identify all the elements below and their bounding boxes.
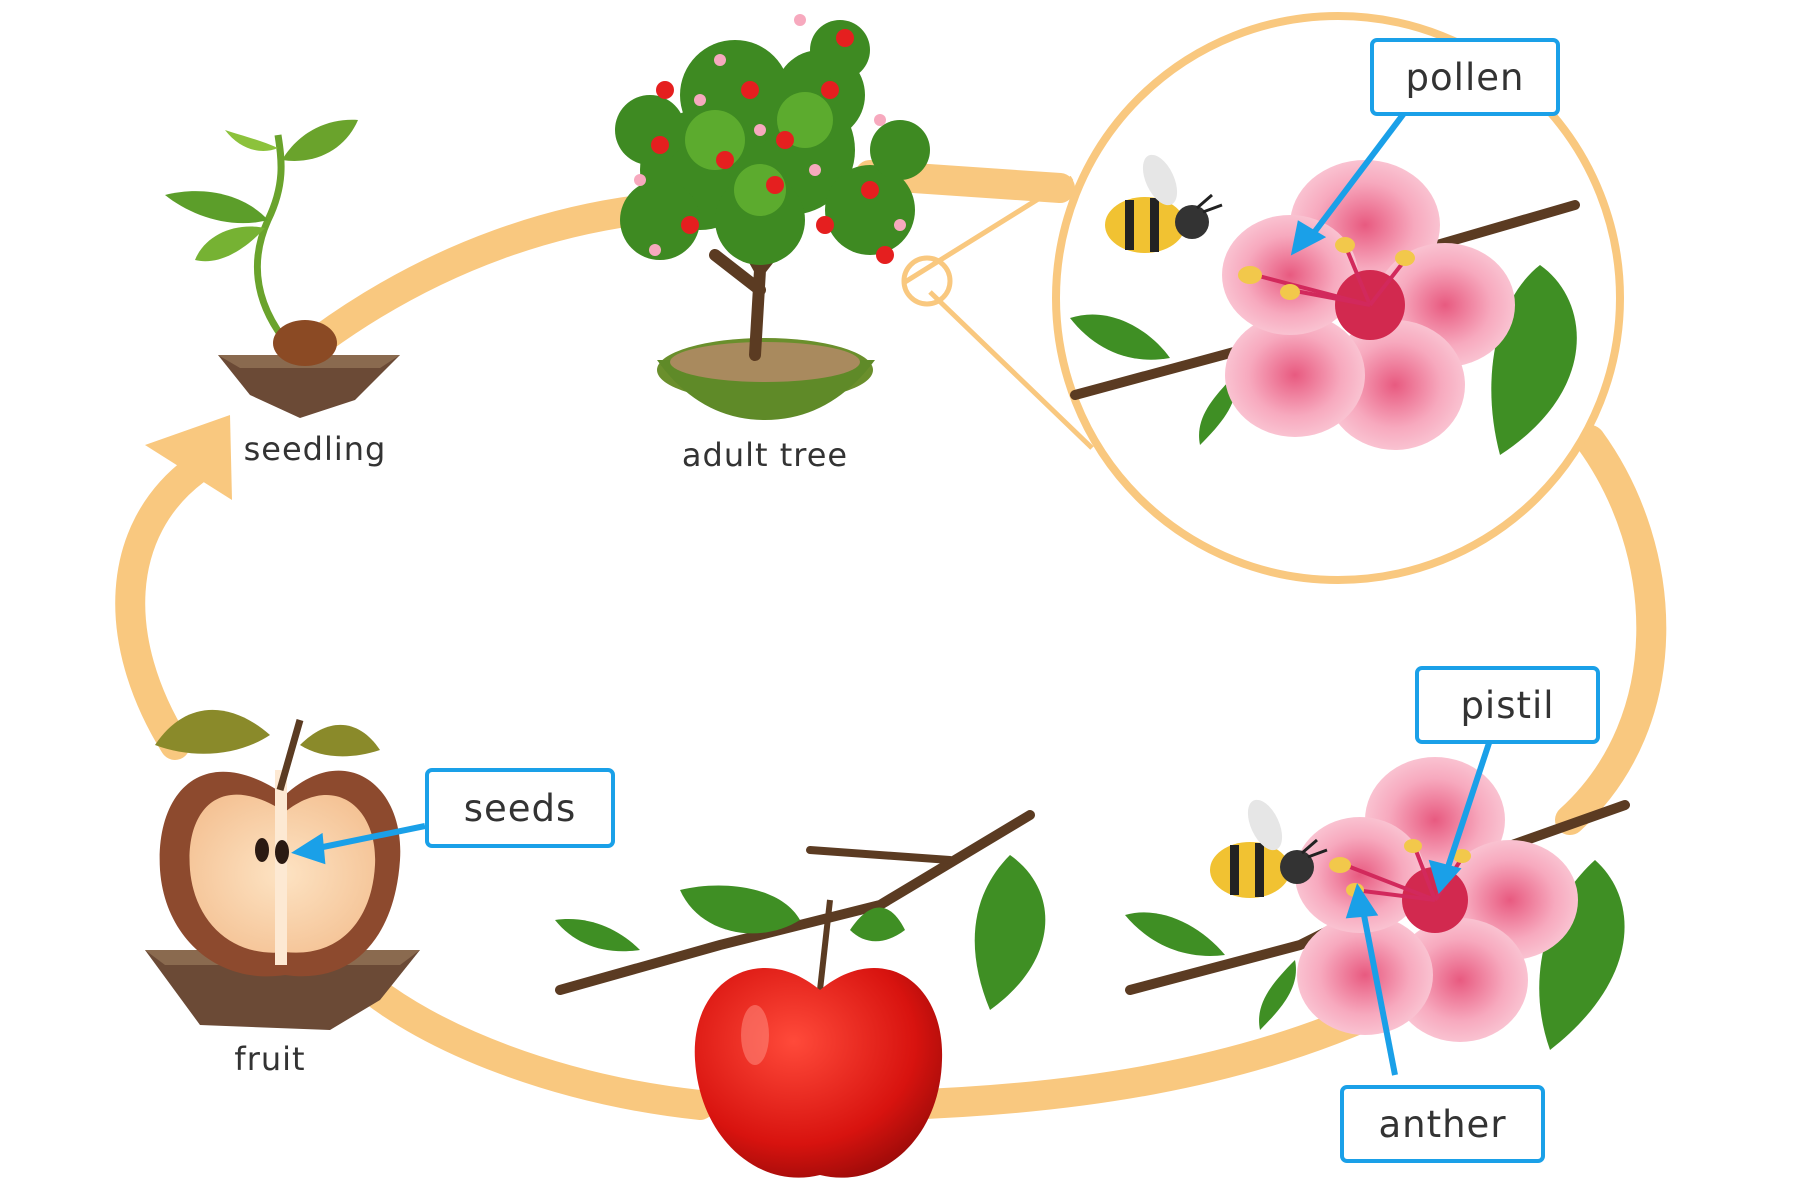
pistil-pointer xyxy=(1444,739,1493,871)
adult-tree-illustration xyxy=(615,14,930,420)
apple-illustration xyxy=(555,810,1046,1178)
fruit-label: fruit xyxy=(234,1040,306,1078)
pollen-callout: pollen xyxy=(1370,38,1560,116)
adult-tree-label: adult tree xyxy=(681,436,849,474)
cycle-arrowhead xyxy=(145,415,232,500)
bee-icon-lower xyxy=(1210,799,1328,898)
cycle-path-right-side xyxy=(1555,425,1667,835)
seedling-illustration xyxy=(165,119,400,418)
pollinated-flower-illustration xyxy=(1125,757,1630,1050)
cycle-path-left-side xyxy=(115,455,210,760)
zoomed-flower-illustration xyxy=(1070,160,1580,455)
seeds-pointer xyxy=(317,823,426,851)
zoom-source-circle xyxy=(901,255,953,307)
seeds-callout: seeds xyxy=(425,768,615,848)
seedling-label: seedling xyxy=(243,430,387,468)
pistil-callout: pistil xyxy=(1415,666,1600,744)
cut-fruit-illustration xyxy=(145,709,420,1030)
anther-pointer xyxy=(1360,909,1398,1076)
bee-icon xyxy=(1105,154,1223,253)
anther-callout: anther xyxy=(1340,1085,1545,1163)
callout-pointers xyxy=(291,110,1493,1076)
cycle-path-bottom-left xyxy=(345,965,715,1120)
pollen-pointer xyxy=(1307,110,1408,240)
